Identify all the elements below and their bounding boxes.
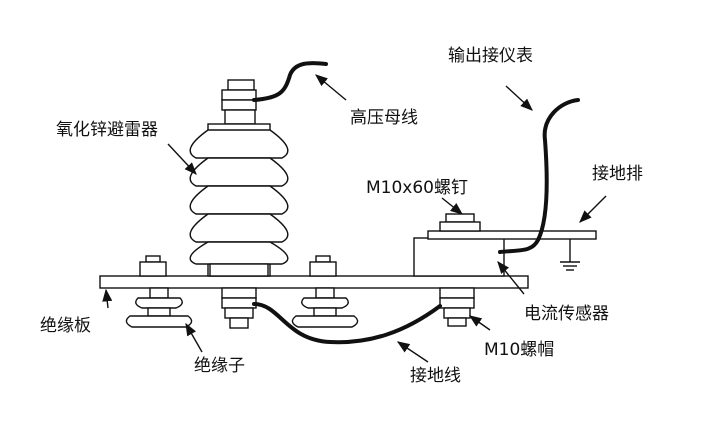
m10-nut [439,287,475,327]
ground-bar-pointer [579,195,607,223]
plate-nut-left [139,255,167,277]
bolt-pointer [441,197,463,215]
ground-bar [427,230,597,240]
output-meter-label: 输出接仪表 [448,46,533,66]
bolt-label: M10x60螺钉 [366,178,468,198]
arrester-pointer [167,143,197,175]
nut-pointer [468,315,491,331]
output-meter-cable [498,98,580,254]
arrester-label: 氧化锌避雷器 [56,120,158,140]
insulator-pointer [185,322,203,353]
output-meter-pointer [505,85,533,111]
hv-bus-cable [252,61,328,102]
ground-symbol [560,239,580,271]
ground-wire-label: 接地线 [410,366,461,386]
zinc-oxide-arrester [189,123,289,277]
insulating-plate-label: 绝缘板 [40,316,91,336]
nut-label: M10螺帽 [484,340,555,360]
ground-bar-label: 接地排 [592,164,643,184]
arrester-top-terminal [221,79,257,125]
plate-nut-middle [309,255,337,277]
hv-bus-pointer [315,74,347,101]
current-sensor-label: 电流传感器 [524,304,609,324]
current-sensor [413,237,505,277]
insulating-plate [99,275,529,289]
insulator-label: 绝缘子 [194,356,245,376]
insulating-plate-pointer [102,288,113,309]
ground-wire-pointer [396,341,429,363]
hv-bus-label: 高压母线 [350,108,418,128]
arrester-bottom-terminal [221,287,257,329]
ground-wire-cable [252,302,442,345]
insulator-left [125,287,193,328]
current-sensor-pointer [497,261,525,295]
insulator-middle [291,287,359,328]
m10x60-bolt [439,213,481,232]
